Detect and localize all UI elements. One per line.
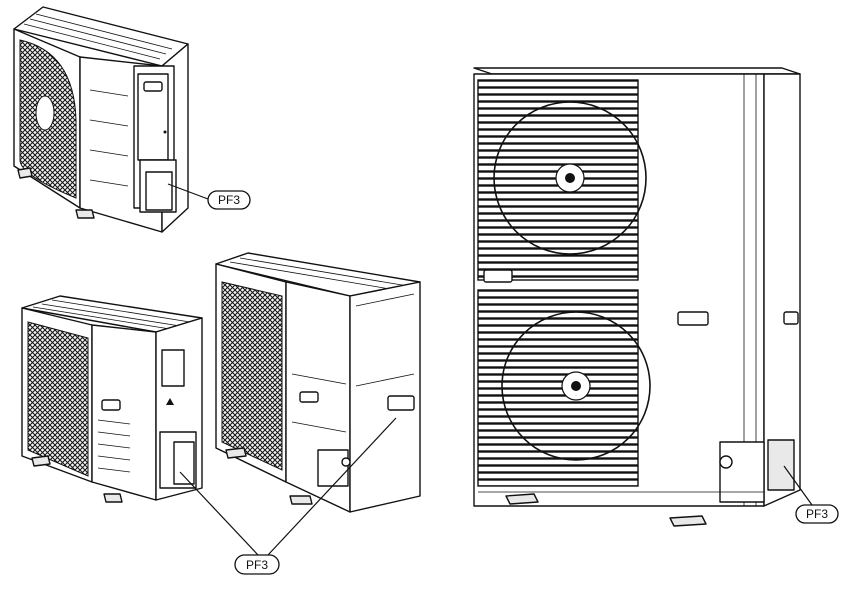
fan-icon: [35, 95, 55, 131]
outdoor-unit-small-top: [13, 6, 189, 233]
callout-label: PF3: [806, 507, 828, 521]
outdoor-unit-medium: [215, 252, 421, 513]
outdoor-unit-small-bottom: [21, 295, 203, 503]
callout-shared: PF3: [179, 417, 397, 575]
callout-small-top: PF3: [167, 183, 251, 210]
callout-large: PF3: [783, 465, 839, 524]
handle-icon: [143, 81, 163, 92]
callout-label: PF3: [246, 558, 268, 572]
handle-icon: [387, 395, 415, 411]
handle-icon: [677, 311, 709, 326]
outdoor-unit-large: [473, 67, 801, 527]
callout-label: PF3: [218, 193, 240, 207]
